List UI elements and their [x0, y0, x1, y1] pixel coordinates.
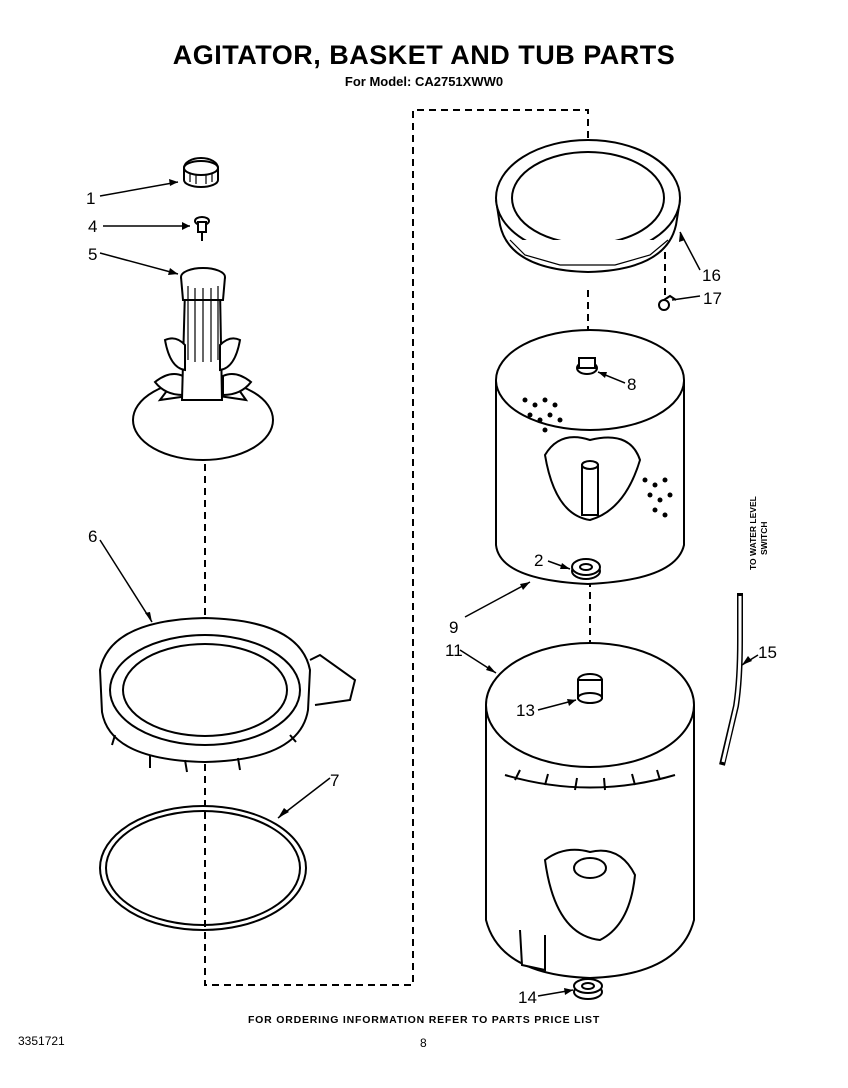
callout-13: 13	[516, 701, 535, 720]
leader-arrowheads	[145, 179, 752, 995]
document-number: 3351721	[18, 1034, 65, 1048]
hose-part	[719, 593, 743, 766]
model-subtitle: For Model: CA2751XWW0	[344, 74, 504, 89]
callout-16: 16	[702, 266, 721, 285]
basket-part	[495, 329, 685, 586]
callout-2: 2	[534, 551, 543, 570]
callout-9: 9	[449, 618, 458, 637]
callout-4: 4	[88, 217, 97, 236]
tub-part	[485, 642, 695, 980]
callout-6: 6	[88, 527, 97, 546]
agitator-cap-part	[183, 157, 219, 188]
side-note-line-2: SWITCH	[759, 521, 769, 555]
basket-nut-part	[576, 357, 598, 375]
callout-15: 15	[758, 643, 777, 662]
ordering-info-note: FOR ORDERING INFORMATION REFER TO PARTS …	[247, 1014, 601, 1026]
callout-17: 17	[703, 289, 722, 308]
side-note-line-1: TO WATER LEVEL	[748, 496, 758, 570]
page-number: 8	[420, 1036, 427, 1050]
tub-bearing-part	[573, 978, 603, 1000]
tub-fitting-part	[577, 673, 603, 704]
page-title: AGITATOR, BASKET AND TUB PARTS	[172, 40, 676, 70]
balance-ring-part	[495, 139, 681, 274]
tub-ring-part	[98, 616, 357, 773]
bolt-part	[194, 216, 210, 241]
tub-seal-part	[99, 805, 307, 931]
callout-5: 5	[88, 245, 97, 264]
callout-1: 1	[86, 189, 95, 208]
agitator-part	[132, 267, 274, 461]
clip-part	[658, 294, 677, 311]
callout-8: 8	[627, 375, 636, 394]
callout-7: 7	[330, 771, 339, 790]
spanner-nut-part	[571, 558, 601, 580]
callout-14: 14	[518, 988, 537, 1007]
callout-11: 11	[445, 641, 463, 660]
